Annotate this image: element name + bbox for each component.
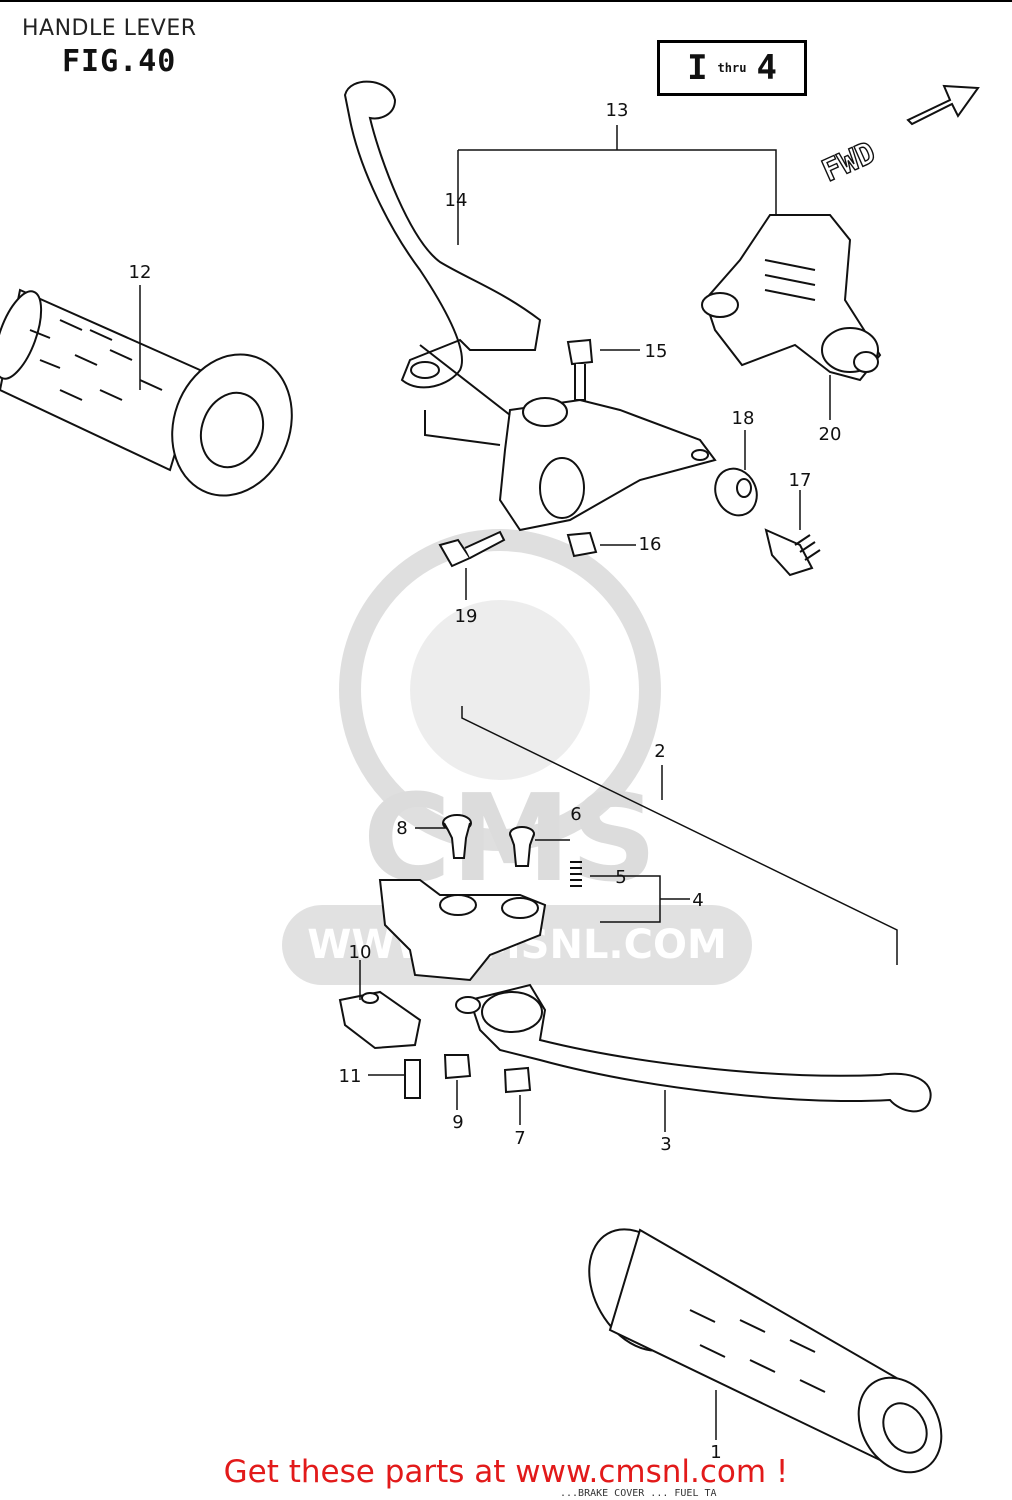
- callout-labels: 1 2 3 4 5 6 7 8 9 10 11 12 13 14 15 16 1…: [129, 100, 842, 1463]
- part-bolt-15: [566, 338, 594, 401]
- callout-8: 8: [396, 818, 407, 839]
- callout-7: 7: [514, 1128, 525, 1149]
- callout-4: 4: [692, 890, 703, 911]
- part-spring-5: [570, 861, 582, 887]
- leader-lines: [139, 125, 898, 1440]
- part-lever-bracket: [419, 344, 717, 532]
- callout-12: 12: [129, 262, 152, 283]
- callout-16: 16: [639, 534, 662, 555]
- part-screw-17: [764, 528, 821, 577]
- part-upper-lever: [343, 80, 542, 389]
- part-left-grip: [0, 288, 293, 497]
- callout-14: 14: [445, 190, 468, 211]
- part-pin-8: [442, 814, 472, 859]
- part-nut-9: [443, 1054, 472, 1080]
- callout-9: 9: [452, 1112, 463, 1133]
- part-nut-18: [714, 467, 758, 517]
- callout-17: 17: [789, 470, 812, 491]
- callout-15: 15: [645, 341, 668, 362]
- section-title: HANDLE LEVER: [22, 16, 197, 41]
- callout-18: 18: [732, 408, 755, 429]
- top-border-rule: [0, 0, 1012, 2]
- part-nut-7: [503, 1066, 532, 1094]
- callout-6: 6: [570, 804, 581, 825]
- callout-2: 2: [654, 741, 665, 762]
- badge-right-value: 4: [756, 48, 777, 88]
- callout-20: 20: [819, 424, 842, 445]
- part-screw-11: [404, 1059, 421, 1099]
- model-range-badge: I thru 4: [657, 40, 807, 96]
- figure-label: FIG.40: [62, 44, 177, 79]
- callout-11: 11: [339, 1066, 362, 1087]
- callout-10: 10: [349, 942, 372, 963]
- callout-3: 3: [660, 1134, 671, 1155]
- footer-cut-text: ...BRAKE COVER ... FUEL TA: [560, 1488, 717, 1499]
- badge-separator: thru: [717, 61, 747, 75]
- part-pivot-block: [378, 879, 547, 982]
- callout-19: 19: [455, 606, 478, 627]
- footer-cut-strip: ...BRAKE COVER ... FUEL TA: [0, 1488, 1012, 1500]
- callout-13: 13: [606, 100, 629, 121]
- fwd-marker: FWD: [816, 84, 980, 190]
- badge-left-value: I: [687, 48, 708, 88]
- part-switch-10: [338, 990, 422, 1050]
- part-lower-lever: [455, 983, 932, 1113]
- callout-5: 5: [615, 867, 626, 888]
- part-right-grip: [588, 1228, 943, 1474]
- part-switch-housing: [701, 214, 882, 382]
- fwd-label: FWD: [817, 135, 881, 189]
- part-pin-6: [509, 826, 535, 867]
- get-parts-link[interactable]: Get these parts at www.cmsnl.com !: [223, 1454, 789, 1490]
- arrow-right-outline-icon: [906, 84, 980, 126]
- part-bolt-19: [438, 530, 506, 568]
- callout-1: 1: [710, 1442, 721, 1463]
- watermark-face: [410, 600, 590, 780]
- part-nut-16: [566, 531, 598, 558]
